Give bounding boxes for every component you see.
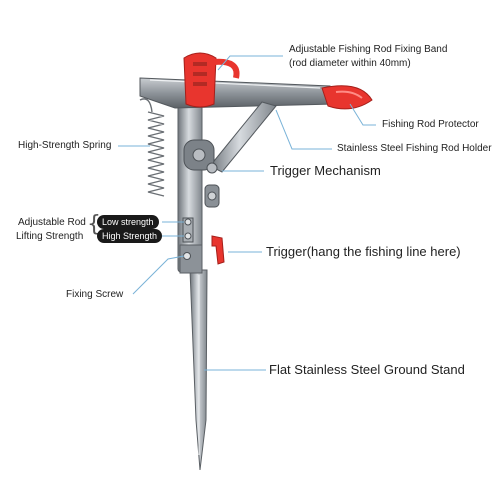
vertical-body: [177, 99, 203, 274]
trigger-mechanism-parts: [182, 139, 220, 260]
high-strength-badge: High Strength: [97, 229, 163, 243]
band-sublabel: (rod diameter within 40mm): [289, 58, 411, 69]
spring: [139, 98, 165, 197]
red-trigger: [211, 235, 225, 265]
band-leader: [217, 55, 283, 71]
holder-leader: [275, 109, 332, 150]
fixing-screw-leader: [132, 255, 185, 295]
leader-lines: [118, 55, 376, 371]
red-fixing-band: [183, 52, 240, 108]
fixing-screw-label: Fixing Screw: [66, 289, 124, 300]
lifting-strength-label-line2: Lifting Strength: [16, 231, 84, 242]
protector-leader: [349, 103, 376, 126]
spring-label: High-Strength Spring: [18, 140, 112, 151]
lifting-strength-label-line1: Adjustable Rod: [18, 217, 86, 228]
trigger-mechanism-label: Trigger Mechanism: [270, 163, 381, 178]
band-label: Adjustable Fishing Rod Fixing Band: [289, 44, 448, 55]
top-arm: [139, 77, 336, 109]
trigger-label: Trigger(hang the fishing line here): [266, 244, 461, 259]
holder-label: Stainless Steel Fishing Rod Holder: [337, 143, 492, 154]
ground-stand: [189, 269, 208, 471]
red-rod-protector: [321, 85, 373, 110]
protector-label: Fishing Rod Protector: [382, 119, 479, 130]
low-strength-badge: Low strength: [97, 215, 159, 229]
holder-strut: [209, 101, 277, 173]
ground-stand-label: Flat Stainless Steel Ground Stand: [269, 362, 465, 377]
